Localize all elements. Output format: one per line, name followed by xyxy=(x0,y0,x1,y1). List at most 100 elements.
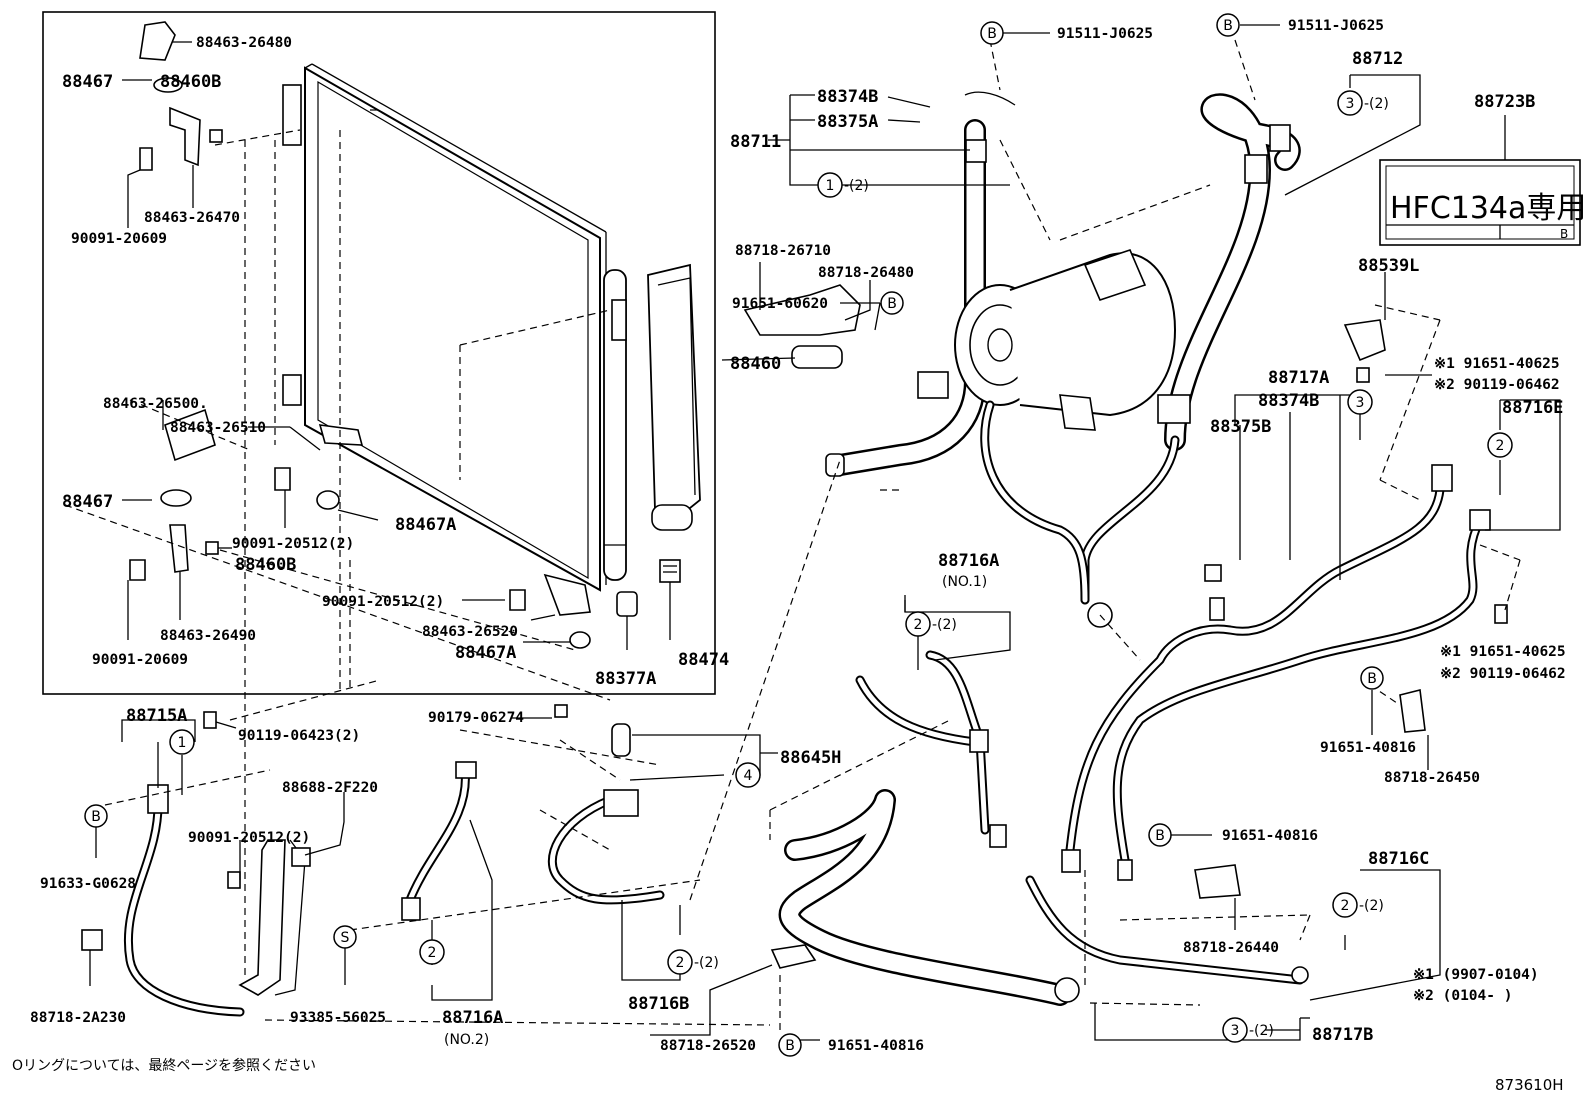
receiver-dryer xyxy=(603,269,627,581)
clamp-88718-26520 xyxy=(770,944,817,969)
circle-3-c: 3 xyxy=(1222,1017,1248,1043)
label-88712: 88712 xyxy=(1352,49,1403,69)
label-88716b: 88716B xyxy=(628,994,689,1014)
label-91651-60620: 91651-60620 xyxy=(732,296,828,312)
label-91511-j0625-b: 91511-J0625 xyxy=(1288,18,1384,34)
qty-88716c: -(2) xyxy=(1359,898,1384,914)
svg-text:B: B xyxy=(887,296,897,312)
label-88463-26470: 88463-26470 xyxy=(144,210,240,226)
circle-markers: 1 1 2 2 2 2 2 3 3 3 4 B B B B B B B S xyxy=(84,13,1513,1057)
condenser-core xyxy=(282,63,607,592)
bracket-88688-2f220 xyxy=(238,839,311,996)
label-88718-2a230: 88718-2A230 xyxy=(30,1010,126,1026)
bracket-top xyxy=(139,21,223,171)
svg-text:2: 2 xyxy=(428,945,437,961)
label-star1-91651-40625-a: ※1 91651-40625 xyxy=(1434,356,1560,372)
clamp-88718-26440 xyxy=(1194,864,1241,899)
hose-88716b-main xyxy=(778,789,1080,1006)
circle-b-6: B xyxy=(1148,823,1172,847)
label-88463-26480: 88463-26480 xyxy=(196,35,292,51)
cap-88377a xyxy=(616,591,638,617)
pipe-88716a-no1 xyxy=(855,650,1007,848)
label-88718-26440: 88718-26440 xyxy=(1183,940,1279,956)
svg-text:B: B xyxy=(785,1038,795,1054)
svg-text:4: 4 xyxy=(744,768,753,784)
bracket-88539l xyxy=(1343,319,1386,383)
clamp-88718-26450 xyxy=(1399,689,1426,733)
label-88467-top: 88467 xyxy=(62,72,113,92)
label-88716e: 88716E xyxy=(1502,398,1563,418)
label-88539l: 88539L xyxy=(1358,256,1419,276)
circle-b-4: B xyxy=(84,804,108,828)
label-88374b-a: 88374B xyxy=(817,87,878,107)
label-90091-20512-c: 90091-20512(2) xyxy=(188,830,310,846)
label-88711: 88711 xyxy=(730,132,781,152)
label-note2: ※2 (0104- ) xyxy=(1413,988,1512,1004)
circle-3-a: 3 xyxy=(1337,90,1363,116)
label-88463-26520: 88463-26520 xyxy=(422,624,518,640)
svg-text:2: 2 xyxy=(1341,898,1350,914)
label-88467a-a: 88467A xyxy=(395,515,456,535)
svg-text:B: B xyxy=(1223,18,1233,34)
label-88463-26510: 88463-26510 xyxy=(170,420,266,436)
svg-text:3: 3 xyxy=(1231,1023,1240,1039)
label-88463-26490: 88463-26490 xyxy=(160,628,256,644)
part-labels: 88463-26480 88467 88460B 88463-26470 900… xyxy=(30,18,1566,1054)
circle-b-5: B xyxy=(1360,666,1384,690)
pipe-88717b xyxy=(1025,875,1309,985)
clip-88718-2a230 xyxy=(81,929,103,951)
label-90091-20609-top: 90091-20609 xyxy=(71,231,167,247)
pipe-88717a xyxy=(1061,464,1453,873)
circle-4: 4 xyxy=(735,762,761,788)
qty-88711: -(2) xyxy=(844,178,869,194)
label-88715a: 88715A xyxy=(126,706,187,726)
label-90179-06274: 90179-06274 xyxy=(428,710,524,726)
bracket-mid xyxy=(129,408,364,581)
label-88474: 88474 xyxy=(678,650,729,670)
label-93385-56025: 93385-56025 xyxy=(290,1010,386,1026)
label-88375b: 88375B xyxy=(1210,417,1271,437)
label-88460b-mid: 88460B xyxy=(235,555,296,575)
hfc-label-mark: B xyxy=(1560,227,1568,241)
pipe-88716b xyxy=(547,704,665,905)
label-88716a-no2: 88716A xyxy=(442,1008,503,1028)
bolt-right xyxy=(1494,604,1508,624)
label-88467-mid: 88467 xyxy=(62,492,113,512)
circle-2-a: 2 xyxy=(419,939,445,965)
circle-b-7: B xyxy=(778,1033,802,1057)
svg-text:2: 2 xyxy=(1496,438,1505,454)
circle-1-a: 1 xyxy=(169,729,195,755)
circle-b-2: B xyxy=(1216,13,1240,37)
circle-2-c: 2 xyxy=(905,611,931,637)
label-no1: (NO.1) xyxy=(942,574,987,590)
leader-lines xyxy=(89,24,1561,1041)
circle-2-e: 2 xyxy=(1332,892,1358,918)
side-seal-panel xyxy=(647,263,701,531)
bracket-bottom xyxy=(509,573,591,649)
circle-b-3: B xyxy=(880,291,904,315)
svg-text:1: 1 xyxy=(178,735,187,751)
pipe-compressor-outlet xyxy=(980,400,1090,605)
label-88688-2f220: 88688-2F220 xyxy=(282,780,378,796)
qty-88716a-no1: -(2) xyxy=(932,617,957,633)
label-no2: (NO.2) xyxy=(444,1032,489,1048)
label-88467a-b: 88467A xyxy=(455,643,516,663)
label-88460b-top: 88460B xyxy=(160,72,221,92)
label-91651-40816-b: 91651-40816 xyxy=(1222,828,1318,844)
label-star2-90119-06462-b: ※2 90119-06462 xyxy=(1440,666,1566,682)
svg-text:S: S xyxy=(341,930,350,946)
label-90091-20609-bot: 90091-20609 xyxy=(92,652,188,668)
hfc-label-text: HFC134a専用 xyxy=(1390,191,1586,226)
qty-88716b: -(2) xyxy=(694,955,719,971)
label-88717b: 88717B xyxy=(1312,1025,1373,1045)
label-88375a: 88375A xyxy=(817,112,878,132)
label-88718-26710: 88718-26710 xyxy=(735,243,831,259)
label-88463-26500: 88463-26500. xyxy=(103,396,208,412)
circle-1-b: 1 xyxy=(817,172,843,198)
circle-3-b: 3 xyxy=(1347,389,1373,415)
svg-text:B: B xyxy=(1367,671,1377,687)
svg-text:3: 3 xyxy=(1356,395,1365,411)
svg-text:B: B xyxy=(91,809,101,825)
label-88716a-no1: 88716A xyxy=(938,551,999,571)
